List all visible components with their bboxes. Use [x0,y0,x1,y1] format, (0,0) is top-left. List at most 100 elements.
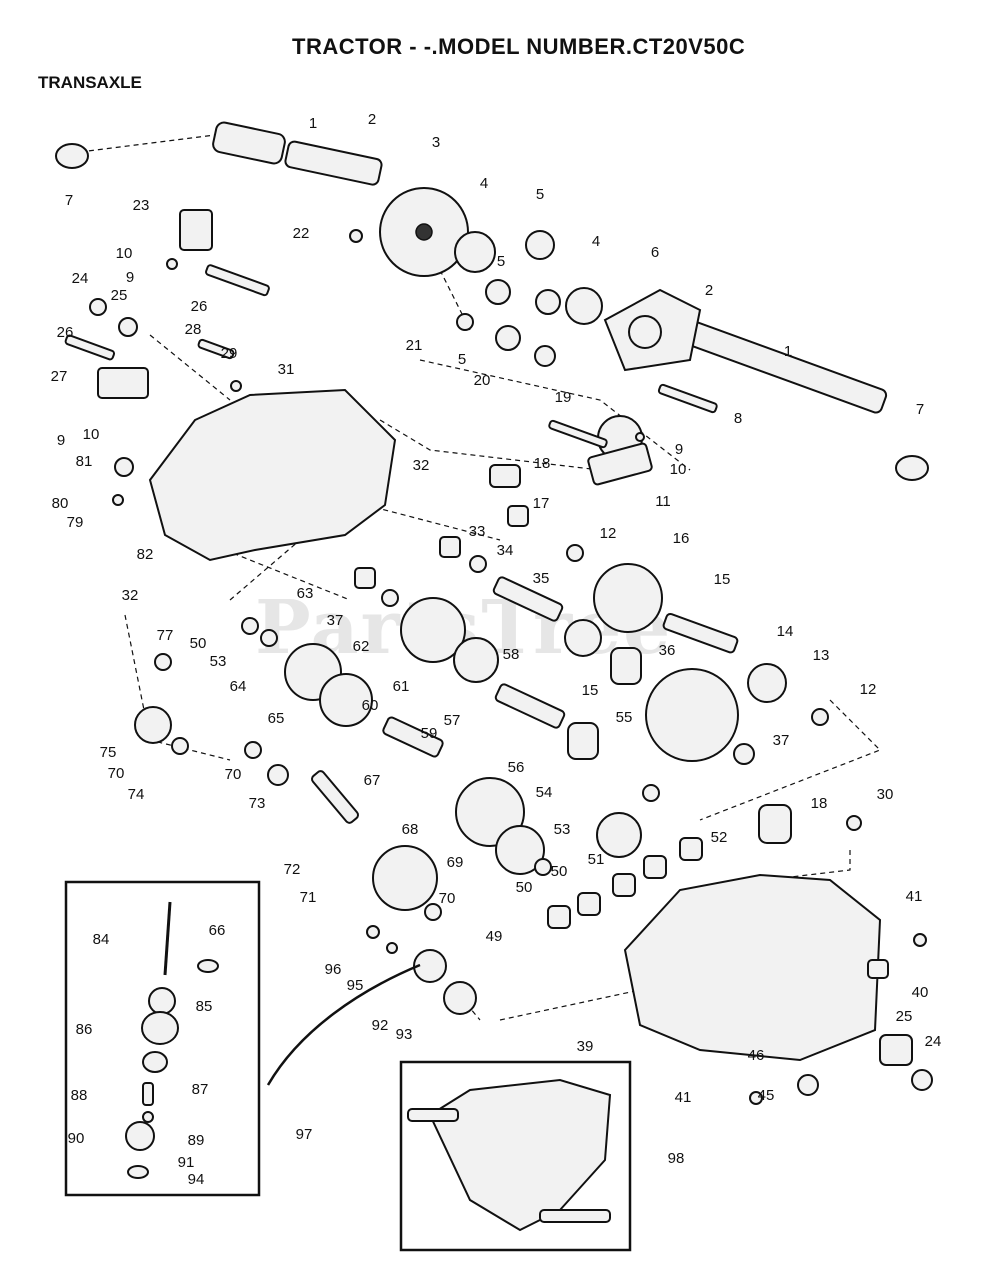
part-label-34: 34 [497,542,514,559]
part-label-33: 33 [469,523,486,540]
part-label-81: 81 [76,453,93,470]
part-label-15: 15 [714,571,731,588]
part-label-88: 88 [71,1087,88,1104]
part-label-84: 84 [93,931,110,948]
part-label-21: 21 [406,337,423,354]
part-label-10: 10 [116,245,133,262]
part-label-25-2: 25 [896,1008,913,1025]
part-label-69: 69 [447,854,464,871]
part-label-14: 14 [777,623,794,640]
part-label-46: 46 [748,1047,765,1064]
part-label-56: 56 [508,759,525,776]
part-label-96: 96 [325,961,342,978]
part-label-2-2: 2 [705,282,713,299]
part-label-50-2: 50 [516,879,533,896]
part-label-51: 51 [588,851,605,868]
small-parts [55,143,933,1105]
part-label-86: 86 [76,1021,93,1038]
part-label-2: 2 [368,111,376,128]
part-label-49: 49 [486,928,503,945]
part-label-70: 70 [108,765,125,782]
part-label-17: 17 [533,495,550,512]
part-label-65: 65 [268,710,285,727]
part-label-41-2: 41 [675,1089,692,1106]
part-label-22: 22 [293,225,310,242]
part-label-70-3: 70 [439,890,456,907]
part-label-82: 82 [137,546,154,563]
part-label-68: 68 [402,821,419,838]
part-number-labels: 1122344555677899910101011121213141515161… [51,111,942,1188]
housing-parts [148,288,882,1062]
part-label-98: 98 [668,1150,685,1167]
part-label-45: 45 [758,1087,775,1104]
part-label-63: 63 [297,585,314,602]
part-label-62: 62 [353,638,370,655]
part-label-50: 50 [190,635,207,652]
part-label-9-2: 9 [57,432,65,449]
part-label-75: 75 [100,744,117,761]
part-label-57: 57 [444,712,461,729]
part-label-71: 71 [300,889,317,906]
part-label-10-2: 10 [83,426,100,443]
part-label-85: 85 [196,998,213,1015]
part-label-29: 29 [221,345,238,362]
gear-parts [134,187,787,911]
part-label-70-2: 70 [225,766,242,783]
assembled-transaxle-inset-box [399,1060,632,1252]
part-label-53-2: 53 [554,821,571,838]
part-label-54: 54 [536,784,553,801]
part-label-5: 5 [536,186,544,203]
part-label-36: 36 [659,642,676,659]
inset-transaxle [407,1078,612,1232]
part-label-5-2: 5 [497,253,505,270]
part-label-89: 89 [188,1132,205,1149]
part-label-27: 27 [51,368,68,385]
part-label-73: 73 [249,795,266,812]
part-label-5-3: 5 [458,351,466,368]
part-label-40: 40 [912,984,929,1001]
part-label-74: 74 [128,786,145,803]
part-label-12: 12 [600,525,617,542]
shift-lever-inset-box [64,880,261,1197]
part-label-15-2: 15 [582,682,599,699]
part-label-80: 80 [52,495,69,512]
part-label-7-2: 7 [916,401,924,418]
part-label-72: 72 [284,861,301,878]
part-label-58: 58 [503,646,520,663]
part-label-19: 19 [555,389,572,406]
part-label-95: 95 [347,977,364,994]
part-label-59: 59 [421,725,438,742]
part-label-23: 23 [133,197,150,214]
part-label-18-2: 18 [811,795,828,812]
shift-linkage [125,901,421,1179]
part-label-31: 31 [278,361,295,378]
part-label-9-3: 9 [675,441,683,458]
part-label-41: 41 [906,888,923,905]
part-label-9: 9 [126,269,134,286]
part-label-20: 20 [474,372,491,389]
part-label-35: 35 [533,570,550,587]
part-label-64: 64 [230,678,247,695]
part-label-18: 18 [534,455,551,472]
part-label-77: 77 [157,627,174,644]
part-label-1: 1 [309,115,317,132]
part-label-7: 7 [65,192,73,209]
page-title: TRACTOR - -.MODEL NUMBER.CT20V50C [292,34,746,59]
part-label-1-2: 1 [784,343,792,360]
part-label-26-2: 26 [57,324,74,341]
part-label-37: 37 [327,612,344,629]
part-label-26: 26 [191,298,208,315]
part-label-67: 67 [364,772,381,789]
part-label-53: 53 [210,653,227,670]
part-label-3: 3 [432,134,440,151]
part-label-10-3: 10 [670,461,687,478]
part-label-8: 8 [734,410,742,427]
part-label-93: 93 [396,1026,413,1043]
part-label-55: 55 [616,709,633,726]
part-label-32-2: 32 [122,587,139,604]
part-label-97: 97 [296,1126,313,1143]
shaft-part [212,121,888,414]
part-label-13: 13 [813,647,830,664]
part-label-25: 25 [111,287,128,304]
